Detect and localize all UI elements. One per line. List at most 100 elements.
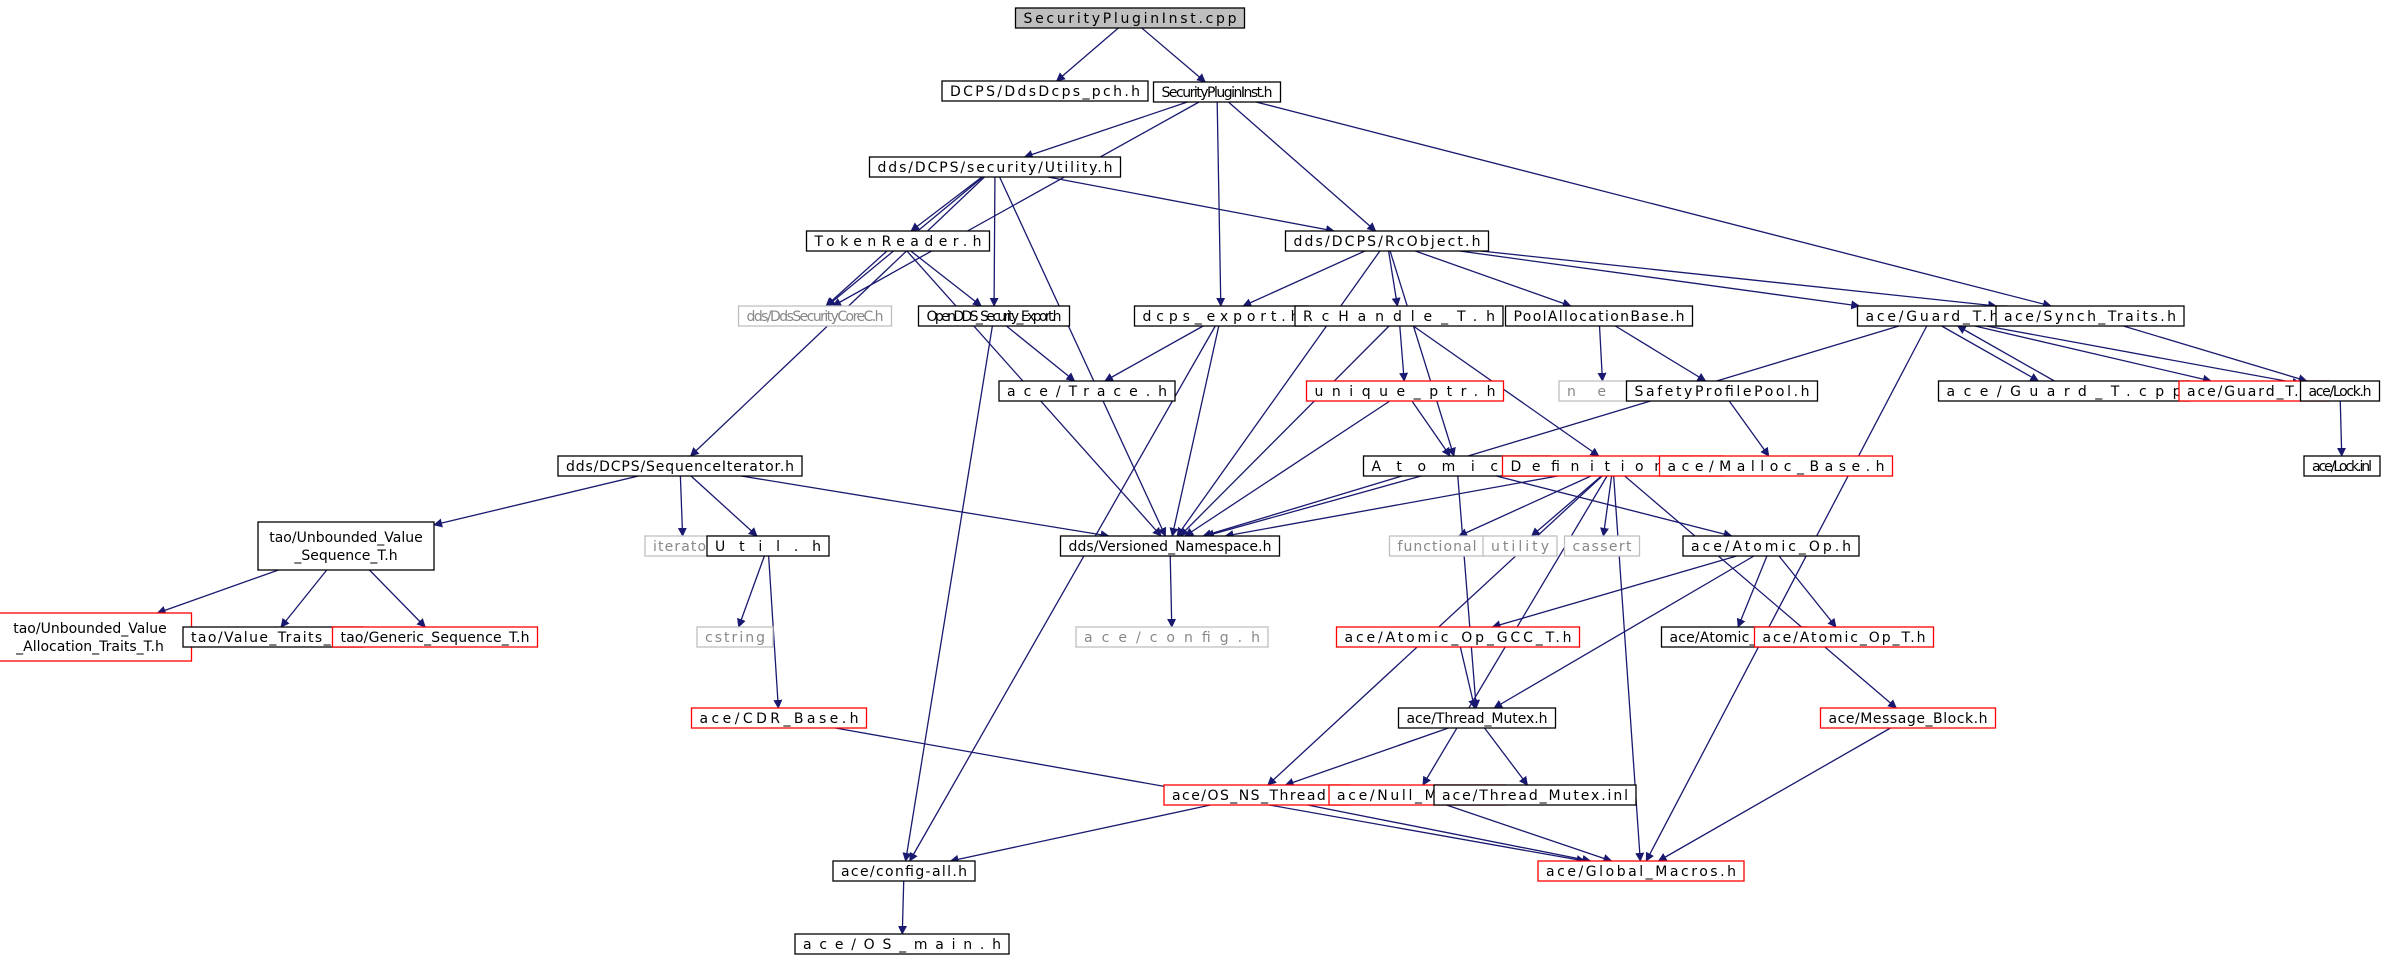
edge-gcpp-to-guard — [1956, 325, 2055, 382]
edge-spp-to-mallocb — [1728, 400, 1770, 457]
edge-dcpsx-to-vns — [1169, 325, 1220, 537]
node-label: ace/Synch_Traits.h — [2004, 309, 2176, 325]
node-box — [1014, 7, 1246, 29]
node-util[interactable]: dds/DCPS/security/Utility.h — [868, 156, 1122, 178]
node-box — [868, 156, 1122, 178]
node-osmain[interactable]: ace/OS_main.h — [794, 933, 1010, 955]
edge-rch-to-defs — [1412, 325, 1600, 457]
edge-rcobj-to-synch — [1480, 250, 1998, 310]
node-label: OpenDDS_Security_Export.h — [927, 309, 1062, 325]
node-label: ace/Thread_Mutex.h — [1407, 711, 1548, 727]
node-root[interactable]: SecurityPluginInst.cpp — [1014, 7, 1246, 29]
node-dcpsx[interactable]: dcps_export.h — [1133, 305, 1309, 327]
node-rcobj[interactable]: dds/DCPS/RcObject.h — [1284, 230, 1490, 252]
edge-guard-to-lock — [1986, 325, 2302, 387]
edge-aop-to-aoinl — [1736, 555, 1768, 628]
node-core: dds/DdsSecurityCoreC.h — [737, 305, 893, 327]
node-lockinl[interactable]: ace/Lock.inl — [2303, 455, 2381, 477]
node-lock[interactable]: ace/Lock.h — [2299, 380, 2381, 402]
edge-util-to-rcobj — [1047, 176, 1335, 234]
node-tokr[interactable]: TokenReader.h — [805, 230, 991, 252]
edge-aogcc-to-tmx — [1459, 646, 1478, 709]
node-box — [917, 305, 1071, 327]
node-synch[interactable]: ace/Synch_Traits.h — [1995, 305, 2185, 327]
node-osns[interactable]: ace/OS_NS_Thread.h — [1163, 784, 1351, 806]
node-label: dcps_export.h — [1143, 309, 1300, 325]
node-box — [1995, 305, 2185, 327]
node-utilh[interactable]: Util.h — [706, 535, 830, 557]
edge-sph-to-rcobj — [1227, 101, 1377, 232]
edge-sph-to-dcpsx — [1216, 101, 1226, 307]
edge-util-to-vns — [999, 176, 1167, 537]
node-label: PoolAllocationBase.h — [1514, 309, 1685, 325]
node-spp[interactable]: SafetyProfilePool.h — [1625, 380, 1819, 402]
node-label: iterator — [653, 539, 713, 555]
node-label: dds/DCPS/RcObject.h — [1294, 234, 1481, 250]
node-aop[interactable]: ace/Atomic_Op.h — [1682, 535, 1860, 557]
edge-aop-to-tmx — [1493, 555, 1755, 709]
edge-seqit-to-utilh — [690, 475, 758, 537]
node-uptr[interactable]: unique_ptr.h — [1305, 380, 1505, 402]
node-label: dds/DCPS/SequenceIterator.h — [566, 459, 794, 475]
edge-seqit-to-tuv — [433, 475, 639, 528]
node-label: ace/Malloc_Base.h — [1668, 459, 1885, 475]
node-gst[interactable]: tao/Generic_Sequence_T.h — [331, 626, 539, 648]
node-gcpp[interactable]: ace/Guard_T.cpp — [1937, 380, 2191, 402]
node-vns[interactable]: dds/Versioned_Namespace.h — [1059, 535, 1281, 557]
edge-cfgall-to-osmain — [897, 880, 907, 935]
node-label: ace/Atomic_Op.h — [1691, 539, 1851, 555]
node-pab[interactable]: PoolAllocationBase.h — [1504, 305, 1694, 327]
edge-defs-to-func — [1458, 475, 1592, 537]
node-rch[interactable]: RcHandle_T.h — [1294, 305, 1504, 327]
node-gm[interactable]: ace/Global_Macros.h — [1537, 860, 1745, 882]
node-box — [1152, 81, 1282, 103]
edge-vns-to-config — [1167, 555, 1177, 628]
node-box — [1305, 380, 1505, 402]
node-tmx[interactable]: ace/Thread_Mutex.h — [1397, 707, 1557, 729]
edge-guard-to-gm — [1645, 325, 1928, 862]
node-trace[interactable]: ace/Trace.h — [998, 380, 1176, 402]
node-label: functional — [1398, 539, 1477, 555]
node-seqit[interactable]: dds/DCPS/SequenceIterator.h — [557, 455, 803, 477]
edge-pab-to-new — [1597, 325, 1607, 382]
node-pch[interactable]: DCPS/DdsDcps_pch.h — [941, 80, 1149, 102]
node-cdr[interactable]: ace/CDR_Base.h — [690, 707, 868, 729]
edge-guard-to-gcpp — [1941, 325, 2040, 382]
node-cfgall[interactable]: ace/config-all.h — [832, 860, 976, 882]
node-mallocb[interactable]: ace/Malloc_Base.h — [1658, 455, 1894, 477]
node-new: new — [1558, 380, 1648, 402]
node-label: tao/Unbounded_Value_Allocation_Traits_T.… — [13, 621, 167, 655]
node-odse[interactable]: OpenDDS_Security_Export.h — [917, 305, 1071, 327]
node-func: functional — [1388, 535, 1486, 557]
node-tuv[interactable]: tao/Unbounded_Value_Sequence_T.h — [257, 521, 435, 571]
edge-sph-to-core — [832, 101, 1200, 307]
node-label: cstring — [705, 630, 765, 646]
node-mb[interactable]: ace/Message_Block.h — [1819, 707, 1997, 729]
node-label: tao/Unbounded_Value_Sequence_T.h — [269, 530, 423, 564]
node-label: tao/Value_Traits_T.h — [191, 630, 355, 646]
node-aogcc[interactable]: ace/Atomic_Op_GCC_T.h — [1335, 626, 1581, 648]
edge-tmx-to-osns — [1284, 727, 1449, 787]
node-box — [1433, 784, 1637, 806]
node-guard[interactable]: ace/Guard_T.h — [1856, 305, 2008, 327]
node-box — [1563, 535, 1641, 557]
node-box — [1819, 707, 1997, 729]
node-tmxinl[interactable]: ace/Thread_Mutex.inl — [1433, 784, 1637, 806]
node-tuvat[interactable]: tao/Unbounded_Value_Allocation_Traits_T.… — [0, 612, 193, 662]
node-box — [1294, 305, 1504, 327]
node-label: SecurityPluginInst.h — [1162, 85, 1273, 101]
edge-seqit-to-vns — [741, 475, 1110, 540]
edge-rcobj-to-vns — [1176, 250, 1381, 537]
node-cassert: cassert — [1563, 535, 1641, 557]
node-box — [331, 626, 539, 648]
edge-tokr-to-odse — [910, 250, 982, 307]
node-box — [557, 455, 803, 477]
node-aot[interactable]: ace/Atomic_Op_T.h — [1753, 626, 1935, 648]
edge-tuv-to-tuvat — [156, 569, 279, 615]
node-sph[interactable]: SecurityPluginInst.h — [1152, 81, 1282, 103]
edge-atomic-to-aop — [1496, 475, 1733, 539]
node-label: ace/Atomic_Op_GCC_T.h — [1345, 630, 1572, 646]
node-config: ace/config.h — [1075, 626, 1269, 648]
node-box — [257, 521, 435, 571]
